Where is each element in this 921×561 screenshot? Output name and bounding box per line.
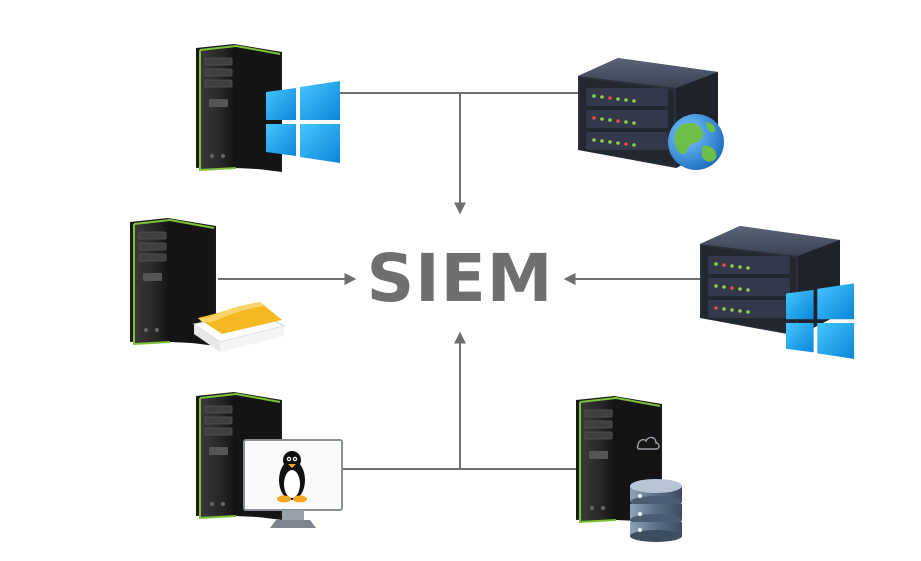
linux-workstation [195, 391, 343, 528]
log-file-host [129, 217, 286, 352]
status-lights [592, 94, 636, 147]
database-icon [630, 479, 682, 542]
connector-lines [218, 92, 702, 470]
windows-server [700, 226, 855, 359]
web-server [578, 58, 724, 170]
cloud-chip-icon [636, 436, 660, 450]
globe-icon [668, 114, 724, 170]
database-server [575, 395, 682, 542]
status-lights [714, 262, 750, 314]
linux-penguin-icon [277, 451, 307, 503]
paper-stack-icon [192, 302, 286, 352]
windows-workstation [195, 43, 340, 173]
siem-label: SIEM [367, 240, 554, 317]
rack-server-icon [700, 226, 840, 336]
